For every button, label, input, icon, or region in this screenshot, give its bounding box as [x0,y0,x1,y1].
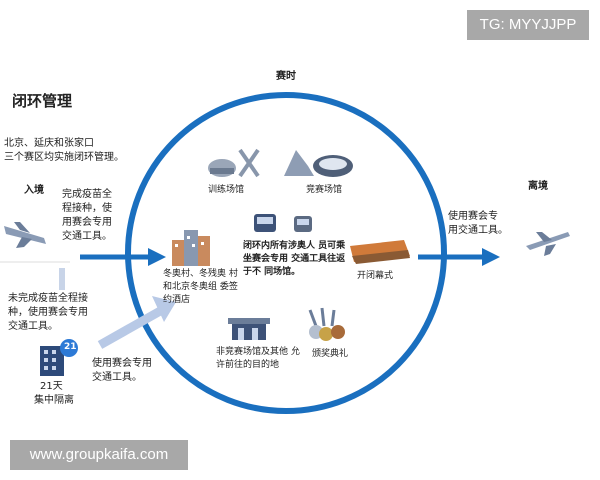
quarantine-badge: 21 [64,342,77,352]
quarantine-label: 集中隔离 [34,395,74,406]
vaccinated-text: 完成疫苗全 程接种，使 用赛会专用 交通工具。 [62,189,112,242]
village-buildings-icon [172,230,210,266]
watermark-top: TG: MYYJJPP [467,10,589,40]
training-venue-label: 训练场馆 [208,185,245,195]
entry-label: 入境 [24,185,44,196]
entry-arrow [80,248,166,266]
training-venue-icon [208,148,260,178]
entry-plane-icon [4,222,46,248]
ceremony-label: 开闭幕式 [357,271,394,281]
awards-label: 颁奖典礼 [312,349,349,359]
non-competition-venue-icon [228,318,270,340]
medals-icon [308,307,345,341]
closed-loop-ring [125,92,447,414]
diagram-subtitle: 北京、延庆和张家口 三个赛区均实施闭环管理。 [4,138,124,163]
exit-transport-text: 使用赛会专 用交通工具。 [448,211,508,236]
diagram-title: 闭环管理 [12,92,73,110]
village-label: 冬奥村、冬残奥 村和北京冬奥组 委签约酒店 [163,269,238,305]
non-competition-label: 非竞赛场馆及其他 允许前往的目的地 [216,347,300,370]
quarantine-days: 21天 [40,381,63,392]
bus-icon [254,214,312,232]
center-text: 闭环内所有涉奥人 员可乘坐赛会专用 交通工具往返于不 同场馆。 [243,241,346,277]
competition-venue-icon [284,150,353,177]
competition-venue-label: 竞赛场馆 [306,185,343,195]
watermark-bottom: www.groupkaifa.com [10,440,188,470]
ceremony-stadium-icon [350,240,410,264]
unvaccinated-text: 未完成疫苗全程接 种，使用赛会专用 交通工具。 [8,293,88,332]
exit-arrow [418,248,500,266]
quarantine-arrow [97,296,176,349]
games-time-label: 赛时 [276,71,296,82]
exit-plane-icon [526,232,570,256]
building-icon [40,339,78,376]
exit-label: 离境 [528,181,548,192]
games-transport-text: 使用赛会专用 交通工具。 [92,358,152,383]
